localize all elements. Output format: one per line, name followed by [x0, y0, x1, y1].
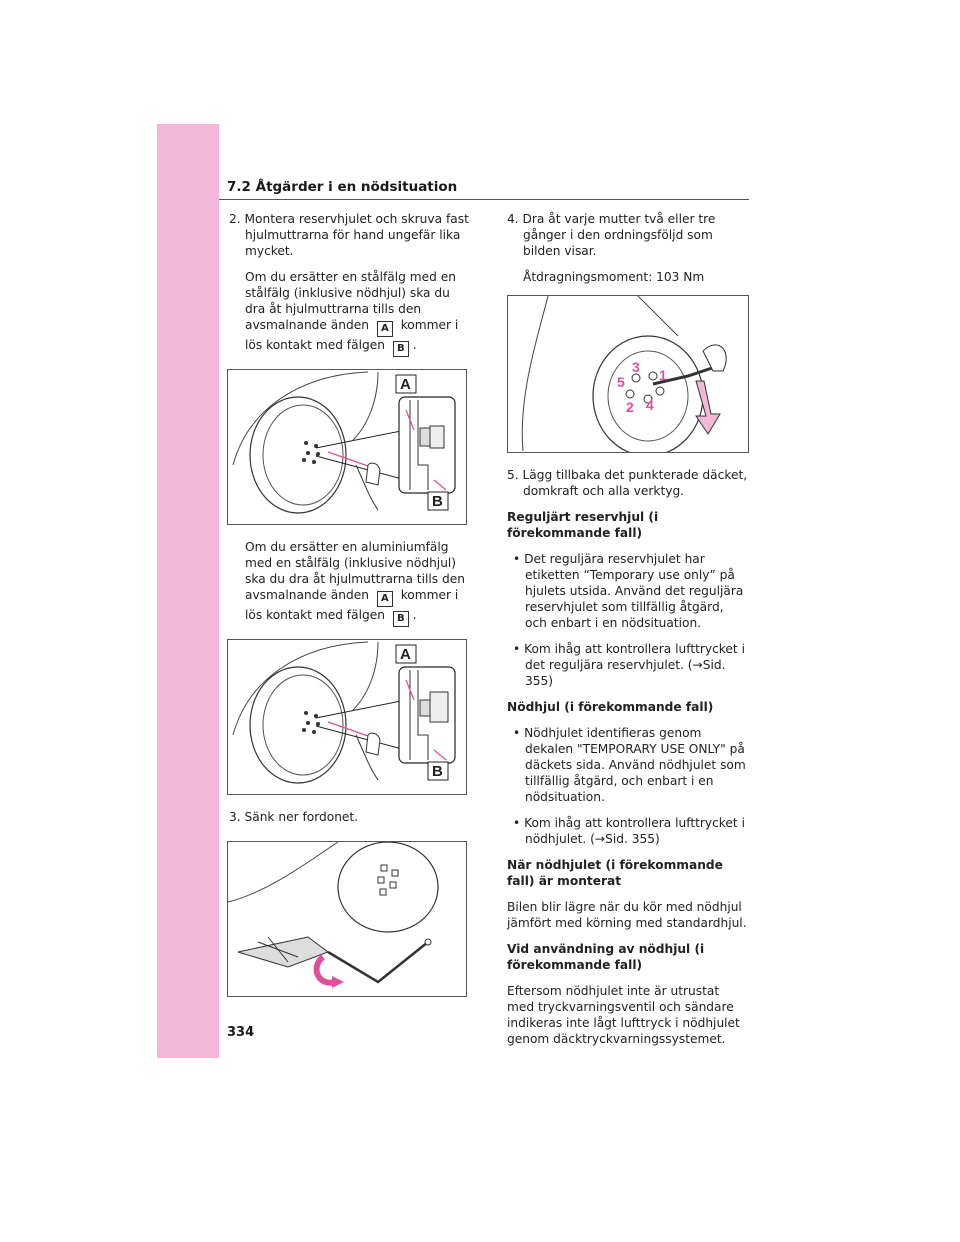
callout-a: A	[400, 376, 411, 393]
step-2: 2. Montera reservhjulet och skruva fast …	[229, 212, 469, 258]
compact-spare-bullet-2: • Kom ihåg att kontrollera lufttrycket i…	[513, 816, 745, 846]
seq-3: 3	[632, 359, 640, 375]
period: .	[412, 338, 417, 352]
left-column: 2. Montera reservhjulet och skruva fast …	[227, 211, 469, 997]
label-b-badge: B	[392, 341, 409, 357]
figure-aluminium-rim: A B	[227, 639, 467, 795]
callout-b: B	[432, 493, 443, 510]
seq-5: 5	[617, 374, 625, 390]
callout-a-2: A	[400, 646, 411, 663]
page-number: 334	[227, 1025, 255, 1040]
label-a-badge: A	[376, 321, 393, 337]
steel-wheel-instruction: Om du ersätter en stålfälg med en stålfä…	[229, 269, 469, 357]
regular-spare-bullet-1: • Det reguljära reservhjulet har etikett…	[513, 552, 744, 630]
section-title: 7.2 Åtgärder i en nödsituation	[227, 179, 458, 195]
period-2: .	[412, 608, 417, 622]
steel-rim-illustration: A B	[232, 371, 456, 514]
lower-vehicle-illustration	[228, 842, 439, 988]
seq-2: 2	[626, 399, 634, 415]
steel-text-b: kommer i lös kontakt med fälgen	[245, 318, 459, 352]
label-a-badge-2: A	[376, 591, 393, 607]
regular-spare-bullet-2: • Kom ihåg att kontrollera lufttrycket i…	[513, 642, 745, 688]
step-5: 5. Lägg tillbaka det punkterade däcket, …	[507, 468, 748, 498]
label-b-badge-2: B	[392, 611, 409, 627]
torque-spec: Åtdragningsmoment: 103 Nm	[523, 270, 705, 284]
compact-spare-bullet-1: • Nödhjulet identifieras genom dekalen "…	[513, 726, 746, 804]
steel-text-a: Om du ersätter en stålfälg med en stålfä…	[245, 270, 456, 332]
aluminium-rim-illustration: A B	[232, 641, 456, 784]
callout-b-2: B	[432, 763, 443, 780]
tightening-order-illustration: 1 2 3 4 5	[521, 296, 727, 452]
mounted-text: Bilen blir lägre när du kör med nödhjul …	[507, 900, 747, 930]
alu-text-b: kommer i lös kontakt med fälgen	[245, 588, 459, 622]
seq-4: 4	[646, 397, 654, 413]
alu-text-a: Om du ersätter en aluminiumfälg med en s…	[245, 540, 465, 602]
figure-lower-vehicle	[227, 841, 467, 997]
header-rule	[219, 199, 749, 200]
step-3: 3. Sänk ner fordonet.	[229, 810, 359, 824]
step-4: 4. Dra åt varje mutter två eller tre gån…	[507, 212, 716, 258]
usage-text: Eftersom nödhjulet inte är utrustat med …	[507, 984, 740, 1046]
usage-heading: Vid användning av nödhjul (i förekommand…	[507, 942, 705, 972]
figure-tightening-order: 1 2 3 4 5	[507, 295, 749, 453]
compact-spare-heading: Nödhjul (i förekommande fall)	[507, 700, 714, 714]
seq-1: 1	[659, 367, 667, 383]
regular-spare-heading: Reguljärt reservhjul (i förekommande fal…	[507, 510, 659, 540]
figure-steel-rim: A B	[227, 369, 467, 525]
chapter-sidebar	[157, 124, 219, 1058]
alu-wheel-instruction: Om du ersätter en aluminiumfälg med en s…	[229, 539, 469, 627]
right-column: 4. Dra åt varje mutter två eller tre gån…	[507, 211, 749, 1057]
mounted-heading: När nödhjulet (i förekommande fall) är m…	[507, 858, 723, 888]
